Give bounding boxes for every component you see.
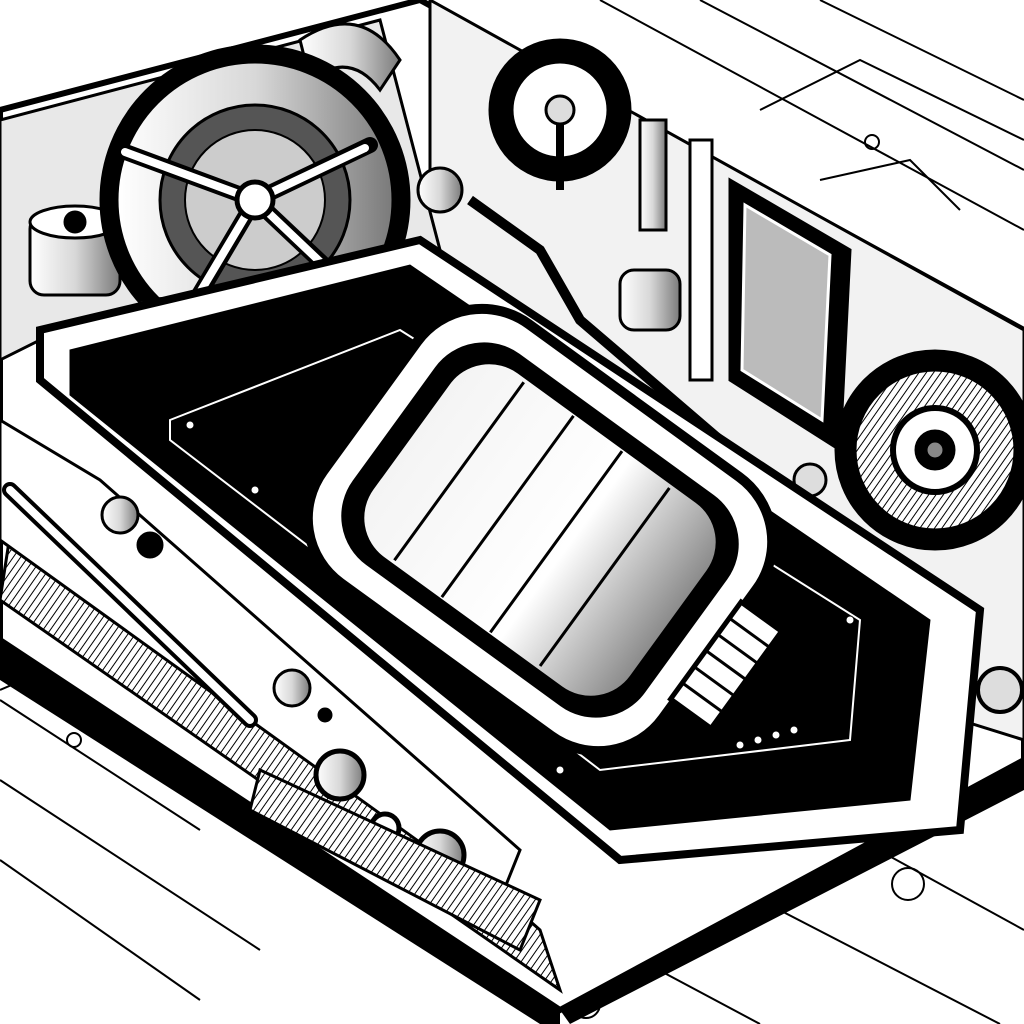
battery-cell (302, 303, 786, 757)
right-circuit-panel (428, 0, 1024, 742)
control-strip (0, 418, 542, 953)
dial-gauge (834, 349, 1024, 714)
